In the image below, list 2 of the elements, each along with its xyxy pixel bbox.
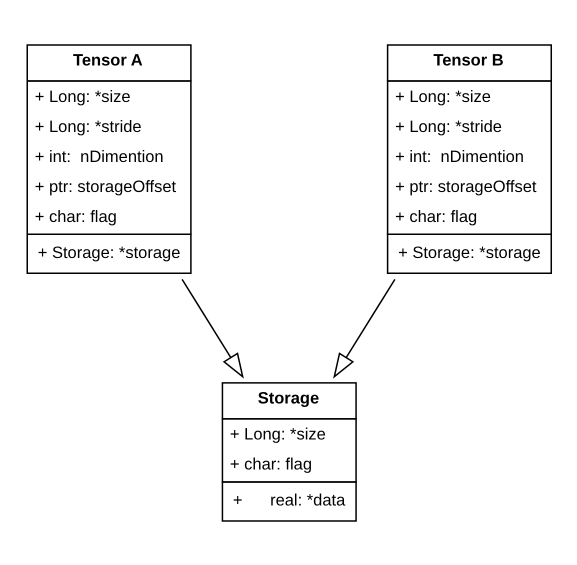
arrow (333, 278, 396, 378)
arrow (181, 278, 244, 378)
